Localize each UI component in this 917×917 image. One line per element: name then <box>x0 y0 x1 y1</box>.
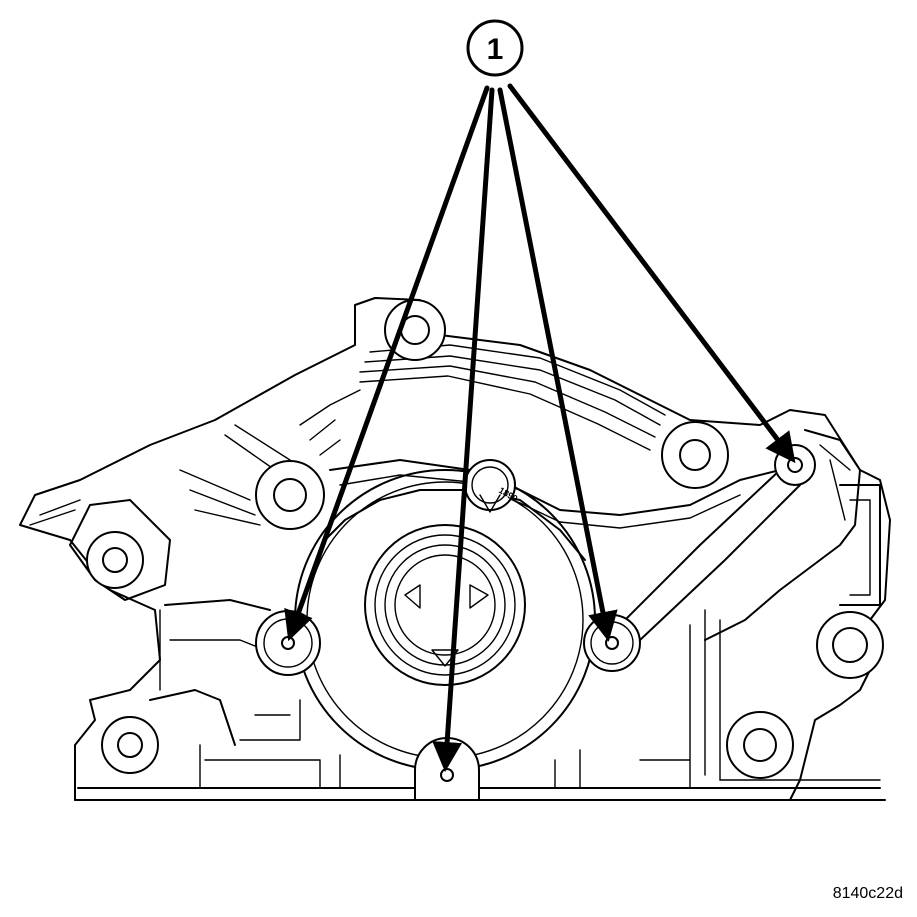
callout-1: 1 <box>466 19 524 77</box>
callout-arrows <box>284 83 796 772</box>
figure-code: 8140c22d <box>832 885 903 902</box>
arrow-to-left-bolt <box>284 85 490 642</box>
arrow-to-upper-right-bolt <box>507 83 796 464</box>
arrow-to-right-bolt <box>497 87 618 642</box>
arrow-to-bottom-bolt <box>432 87 495 772</box>
pump-housing: 1890 <box>19 297 891 801</box>
callout-label: 1 <box>487 33 504 66</box>
